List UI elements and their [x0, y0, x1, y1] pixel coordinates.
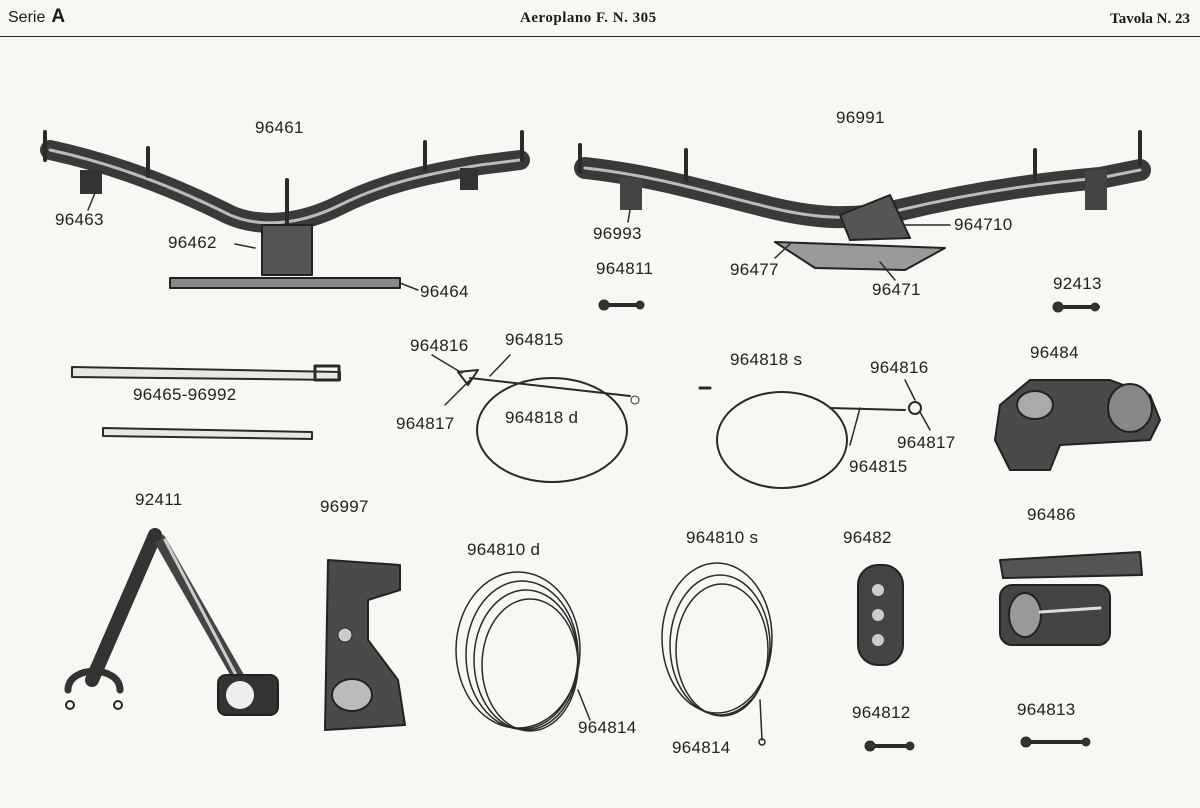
series-label: Serie A — [8, 6, 65, 28]
label-964816-s: 964816 — [870, 358, 929, 377]
straps-96465-96992 — [71, 364, 341, 440]
bolt-92413 — [1052, 301, 1100, 313]
label-96461: 96461 — [255, 118, 304, 137]
wire-coil-964810-s — [661, 562, 773, 746]
bolt-964813 — [1020, 736, 1091, 748]
label-96462: 96462 — [168, 233, 217, 252]
page-header: Serie A Aeroplano F. N. 305 Tavola N. 23 — [0, 0, 1200, 40]
strut-92411 — [64, 528, 279, 716]
wire-coil-964810-d — [455, 571, 591, 732]
hinge-fitting-96486 — [999, 551, 1143, 646]
label-964810-d: 964810 d — [467, 540, 541, 559]
label-964813: 964813 — [1017, 700, 1076, 719]
bracket-96484 — [994, 379, 1161, 471]
label-964817-d: 964817 — [396, 414, 455, 433]
aircraft-title: Aeroplano F. N. 305 — [520, 10, 657, 26]
label-96991: 96991 — [836, 108, 885, 127]
label-964815-d: 964815 — [505, 330, 564, 349]
label-92413: 92413 — [1053, 274, 1102, 293]
label-96465-96992: 96465-96992 — [133, 385, 237, 404]
plate-96482 — [857, 564, 904, 666]
label-96993: 96993 — [593, 224, 642, 243]
label-964817-s: 964817 — [897, 433, 956, 452]
label-964710: 964710 — [954, 215, 1013, 234]
label-96997: 96997 — [320, 497, 369, 516]
label-96471: 96471 — [872, 280, 921, 299]
bolt-964812 — [864, 740, 915, 752]
series-word: Serie — [8, 9, 46, 26]
bolt-964811 — [598, 299, 645, 311]
label-964814-d: 964814 — [578, 718, 637, 737]
label-964818-d: 964818 d — [505, 408, 579, 427]
label-964815-s: 964815 — [849, 457, 908, 476]
label-964816-d: 964816 — [410, 336, 469, 355]
series-letter: A — [51, 6, 66, 27]
label-96463: 96463 — [55, 210, 104, 229]
label-964814-s: 964814 — [672, 738, 731, 757]
table-number: Tavola N. 23 — [1110, 11, 1190, 27]
label-96486: 96486 — [1027, 505, 1076, 524]
fitting-96997 — [324, 559, 406, 731]
label-964812: 964812 — [852, 703, 911, 722]
label-96477: 96477 — [730, 260, 779, 279]
cable-964818-d — [431, 354, 640, 483]
label-96464: 96464 — [420, 282, 469, 301]
label-96484: 96484 — [1030, 343, 1079, 362]
label-964811: 964811 — [596, 259, 654, 278]
label-96482: 96482 — [843, 528, 892, 547]
label-964818-s: 964818 s — [730, 350, 803, 369]
axle-bar-96991 — [574, 130, 1151, 281]
cable-964818-s — [698, 379, 931, 489]
header-rule — [0, 36, 1200, 37]
axle-bar-96461 — [40, 130, 530, 291]
label-92411: 92411 — [135, 490, 183, 509]
label-964810-s: 964810 s — [686, 528, 759, 547]
